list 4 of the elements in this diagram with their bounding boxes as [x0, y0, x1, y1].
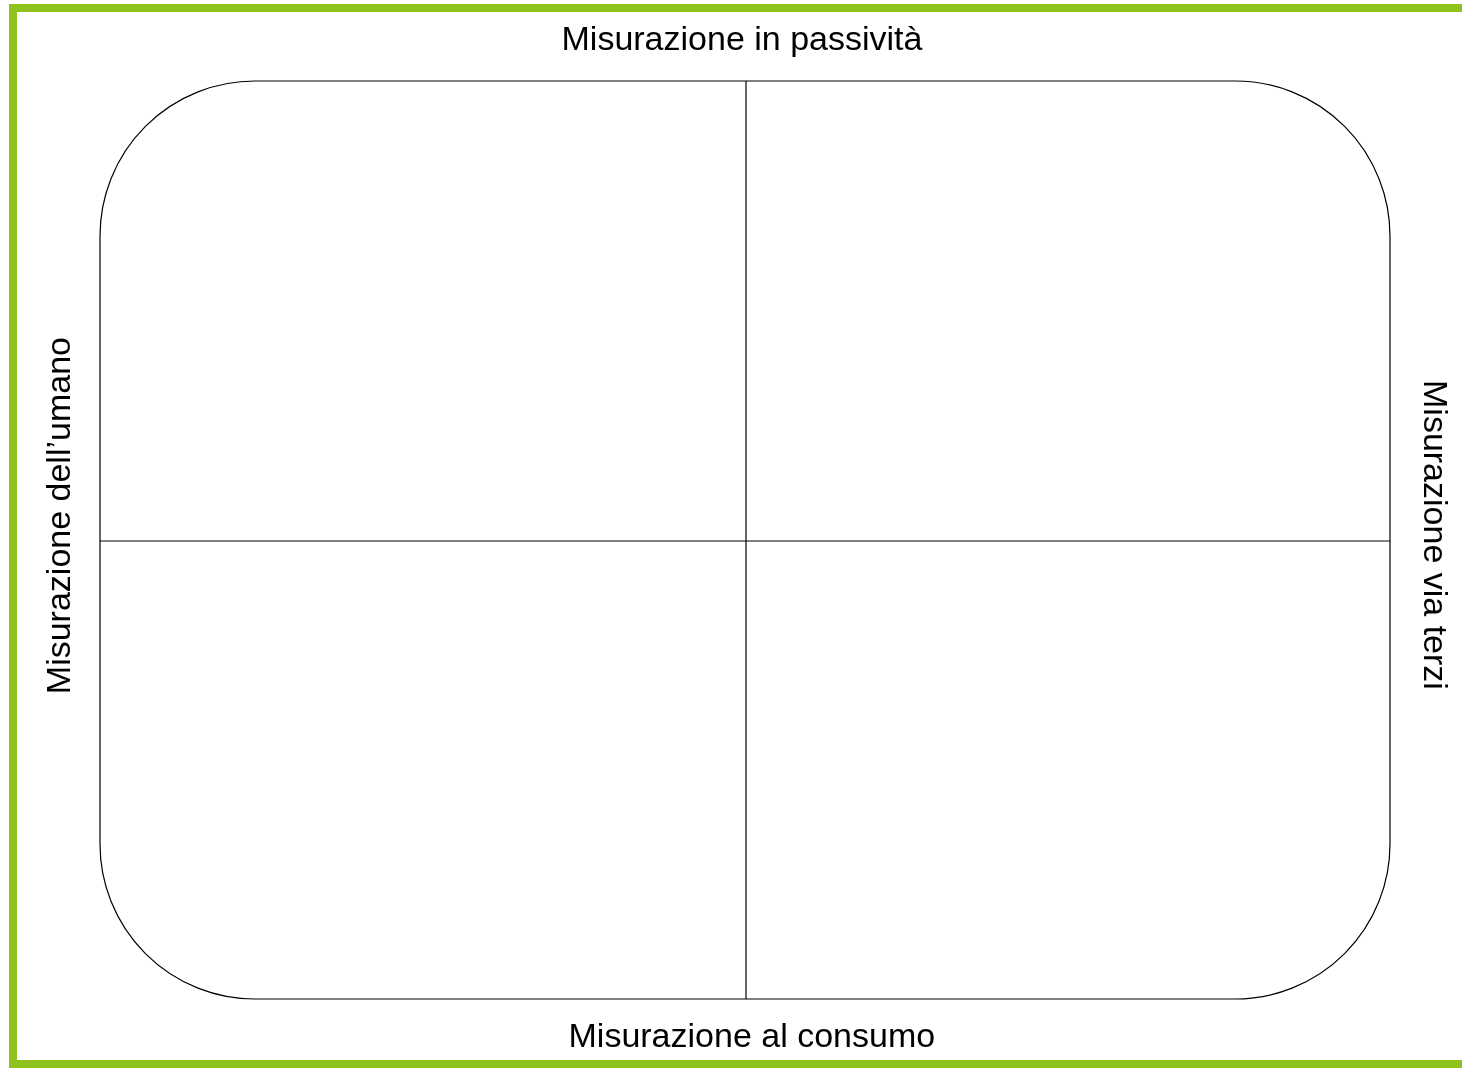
axis-label: Misurazione in passività: [561, 21, 923, 55]
axis-label: Misurazione al consumo: [568, 1018, 936, 1052]
axis-label: Misurazione via terzi: [1419, 380, 1453, 690]
axis-label: Misurazione dell’umano: [41, 336, 75, 694]
